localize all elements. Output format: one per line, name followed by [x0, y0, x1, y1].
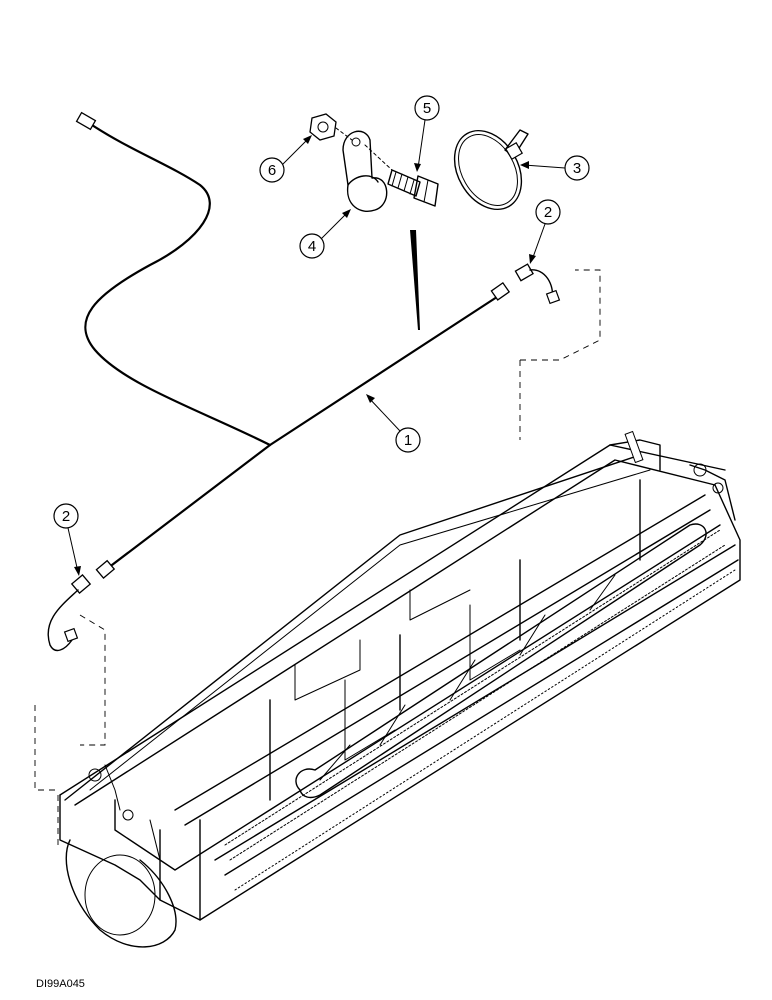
- cable-tie: [453, 129, 529, 211]
- sensor-left: [47, 573, 92, 652]
- callout-2-right: 2: [529, 199, 561, 264]
- callout-1: 1: [366, 394, 421, 453]
- harness-connector-top: [75, 111, 97, 131]
- figure-code: DI99A045: [36, 978, 85, 990]
- callout-label: 2: [544, 204, 552, 221]
- callout-label: 3: [573, 160, 581, 177]
- callout-label: 6: [268, 162, 276, 179]
- header-frame: [34, 269, 741, 948]
- clamp: [342, 130, 388, 212]
- callout-label: 1: [404, 432, 412, 449]
- callout-5: 5: [414, 95, 440, 172]
- bolt: [364, 144, 439, 207]
- wiring-harness: [75, 111, 511, 580]
- nut: [309, 113, 353, 141]
- callout-label: 2: [62, 508, 70, 525]
- callout-label: 5: [423, 100, 431, 117]
- harness-connector-right: [490, 281, 511, 301]
- harness-connector-left: [95, 559, 116, 580]
- callout-3: 3: [520, 155, 590, 181]
- callout-label: 4: [308, 238, 316, 255]
- assembly-direction-arrow: [410, 230, 420, 330]
- callout-2-left: 2: [53, 503, 81, 576]
- callout-4: 4: [299, 209, 351, 259]
- callout-6: 6: [259, 135, 312, 183]
- sensor-right: [514, 263, 561, 305]
